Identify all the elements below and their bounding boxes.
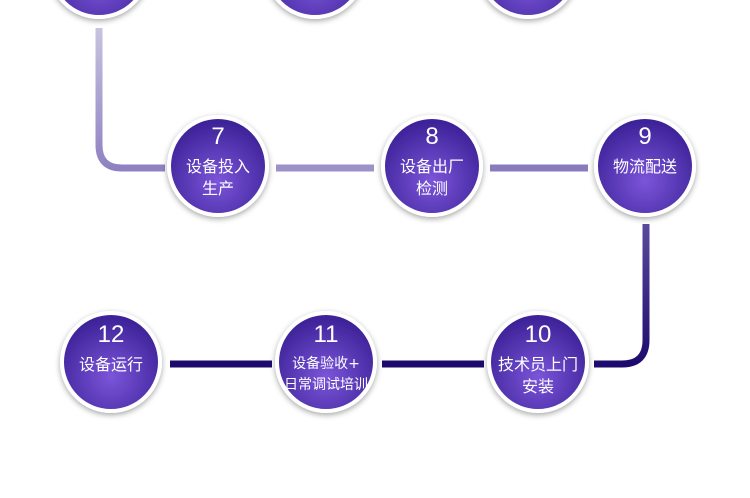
step-node-7: 7 设备投入 生产 — [167, 115, 269, 217]
step-node-partial-left — [59, 0, 139, 19]
step-label-line-1: 设备投入 — [186, 157, 250, 176]
step-node-partial-middle — [275, 0, 355, 19]
step-node-partial-right — [488, 0, 568, 19]
step-label-line-2: 生产 — [202, 179, 234, 198]
step-label-line-2: 检测 — [416, 179, 448, 198]
step-node-9: 9 物流配送 — [594, 115, 696, 217]
step-number: 10 — [525, 321, 552, 348]
connector-step-9-to-10 — [594, 224, 650, 368]
step-label-line-1: 设备验收+ — [292, 355, 360, 372]
step-number: 9 — [638, 123, 651, 150]
connector-top-to-step-7 — [95, 28, 165, 172]
step-number: 11 — [314, 321, 339, 348]
step-label-line-2: 日常调试培训 — [284, 377, 368, 393]
step-number: 8 — [425, 123, 438, 150]
step-number: 12 — [98, 321, 125, 348]
step-node-12: 12 设备运行 — [60, 311, 162, 413]
step-node-8: 8 设备出厂 检测 — [381, 115, 483, 217]
step-number: 7 — [211, 123, 224, 150]
step-label-line-1: 物流配送 — [613, 157, 677, 176]
step-node-10: 10 技术员上门 安装 — [487, 311, 589, 413]
step-node-11: 11 设备验收+ 日常调试培训 — [275, 311, 377, 413]
step-label-line-2: 安装 — [522, 377, 554, 396]
step-label-line-1: 技术员上门 — [498, 355, 578, 374]
step-label-line-1: 设备运行 — [79, 355, 143, 374]
step-label-line-1: 设备出厂 — [400, 157, 464, 176]
